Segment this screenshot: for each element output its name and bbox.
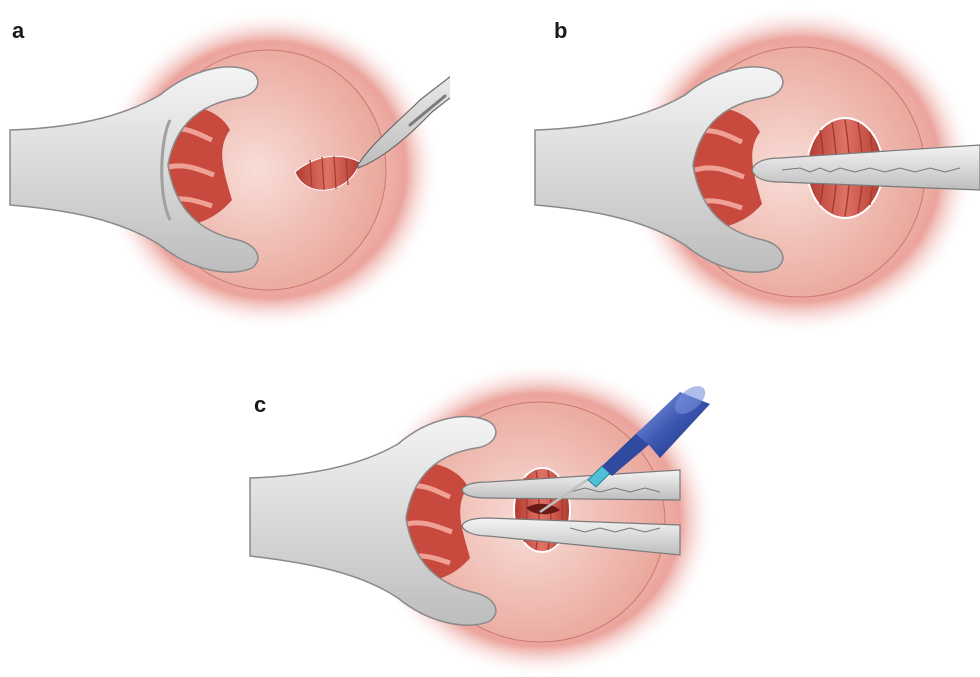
retractor-icon	[9, 66, 259, 273]
surgical-illustration-b	[534, 5, 980, 335]
panel-label-b: b	[554, 18, 568, 43]
retractor-icon	[249, 415, 497, 626]
scalpel-icon	[357, 75, 450, 169]
surgical-illustration-c	[249, 362, 715, 677]
panel-a: a	[0, 0, 450, 340]
panel-label-c: c	[254, 392, 267, 417]
panel-b: b	[520, 0, 980, 340]
retractor-icon	[534, 66, 784, 273]
panel-c: c	[240, 360, 740, 677]
surgical-illustration-a	[9, 10, 450, 330]
panel-label-a: a	[12, 18, 25, 43]
grasping-forceps-icon	[461, 469, 681, 556]
electrocautery-needle-icon	[539, 386, 710, 514]
grasping-forceps-icon	[751, 144, 980, 191]
